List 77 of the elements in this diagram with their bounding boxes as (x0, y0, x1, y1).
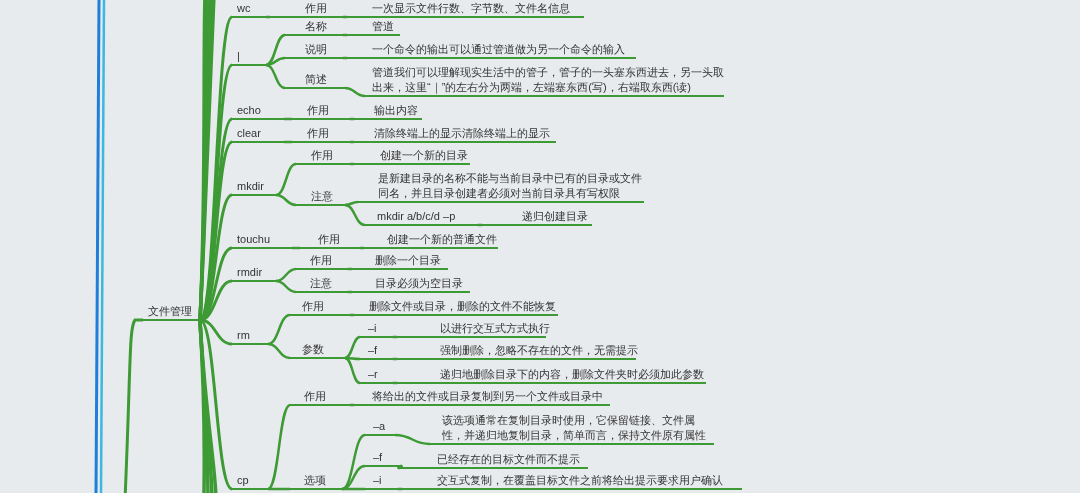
branch-label: 名称 (285, 19, 345, 36)
branch-line (344, 356, 361, 361)
branch-line (266, 15, 270, 19)
branch-label: 一次显示文件行数、字节数、文件名信息 (345, 1, 584, 18)
branch-label: 注意 (296, 189, 345, 206)
branch-line (267, 403, 291, 491)
branch-line (267, 313, 291, 346)
branch-label: rmdir (232, 265, 276, 282)
branch-line (292, 246, 300, 250)
branch-label: –f (360, 343, 395, 360)
branch-label: 作用 (292, 103, 352, 120)
branch-label: 已经存在的目标文件而不提示 (400, 452, 588, 469)
branch-line (344, 335, 361, 360)
branch-label: 说明 (285, 42, 345, 59)
branch-label: –f (365, 450, 400, 467)
branch-line (275, 162, 297, 197)
branch-line (344, 203, 366, 227)
branch-line (268, 487, 290, 491)
branch-label: 交互式复制，在覆盖目标文件之前将给出提示要求用户确认 (400, 473, 742, 490)
branch-label: –r (360, 367, 395, 384)
branch-label: 输出内容 (352, 103, 422, 120)
branch-label: 参数 (290, 342, 345, 359)
branch-line (394, 433, 431, 446)
branch-line (265, 56, 286, 67)
branch-label: 简述 (285, 72, 345, 89)
branch-label: 作用 (296, 148, 352, 165)
branch-label: 是新建目录的名称不能与当前目录中已有的目录或文件同名，并且目录创建者必须对当前目录具有写权限 (358, 171, 644, 203)
branch-line (344, 200, 359, 207)
branch-label: 作用 (270, 1, 345, 18)
branch-label: 创建一个新的目录 (352, 148, 470, 165)
branch-label: touchu (232, 232, 292, 249)
branch-label: 一个命令的输出可以通过管道做为另一个命令的输入 (345, 42, 636, 59)
branch-line (344, 356, 361, 385)
branch-label: 作用 (290, 389, 352, 406)
branch-line (344, 86, 366, 98)
branch-label: –a (365, 419, 395, 436)
branch-label: 强制删除，忽略不存在的文件，无需提示 (395, 343, 636, 360)
branch-line (265, 63, 286, 90)
branch-label: –i (360, 321, 395, 338)
branch-line (341, 464, 366, 491)
branch-line (123, 318, 143, 493)
branch-line (398, 464, 402, 470)
branch-line (267, 342, 291, 360)
branch-label: 管道 (345, 19, 400, 36)
branch-label: 将给出的文件或目录复制到另一个文件或目录中 (352, 389, 610, 406)
branch-label: rm (232, 328, 268, 345)
branch-line (199, 318, 233, 491)
branch-label: 清除终端上的显示清除终端上的显示 (352, 126, 556, 143)
branch-label: 递归创建目录 (480, 209, 592, 226)
branch-label: 创建一个新的普通文件 (362, 232, 498, 249)
branch-label: wc (232, 1, 266, 18)
branch-label: 管道我们可以理解现实生活中的管子，管子的一头塞东西进去，另一头取出来，这里“｜”的左右分为两端，左端塞东西(写)，右端取东西(读) (365, 65, 724, 97)
branch-label: | (232, 49, 266, 66)
branch-label: 作用 (300, 232, 362, 249)
branch-label: –i (365, 473, 400, 490)
branch-label: 作用 (290, 299, 352, 316)
branch-label: 目录必须为空目录 (350, 276, 470, 293)
branch-label: clear (232, 126, 284, 143)
branch-line (275, 193, 297, 207)
branch-line (284, 140, 292, 144)
branch-label: 作用 (296, 253, 350, 270)
branch-label: 递归地删除目录下的内容，删除文件夹时必须加此参数 (395, 367, 706, 384)
branch-line (275, 267, 297, 283)
branch-label: 该选项通常在复制目录时使用，它保留链接、文件属性，并递归地复制目录，简单而言，保持文件原有属性 (430, 413, 714, 445)
branch-label: 选项 (290, 473, 342, 490)
branch-label: mkdir (232, 179, 276, 196)
branch-label: 作用 (292, 126, 352, 143)
branch-line (342, 487, 365, 491)
branch-label: 删除一个目录 (350, 253, 448, 270)
branch-label: 注意 (296, 276, 350, 293)
branch-label: echo (232, 103, 284, 120)
branch-label: cp (232, 473, 268, 490)
branch-label: 删除文件或目录，删除的文件不能恢复 (352, 299, 558, 316)
branch-line (284, 117, 292, 121)
branch-label: 文件管理 (143, 304, 200, 321)
branch-line (275, 279, 297, 294)
branch-label: mkdir a/b/c/d –p (365, 209, 480, 226)
